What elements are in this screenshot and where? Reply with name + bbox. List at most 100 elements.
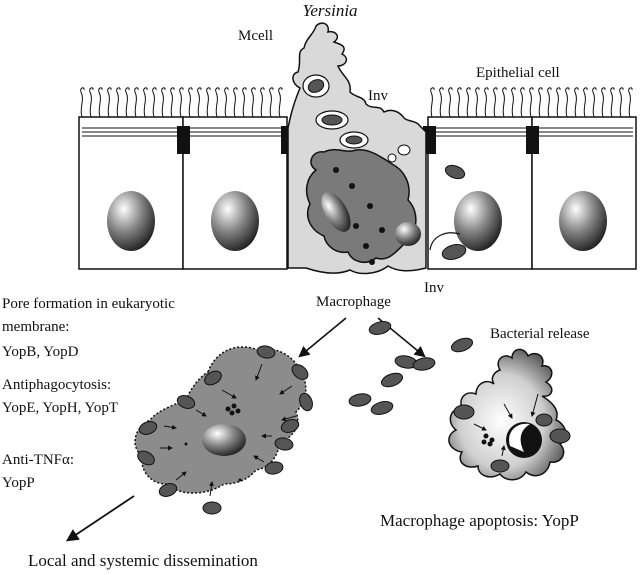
dissemination-arrow: [65, 495, 135, 542]
anti-tnf-line1: Anti-TNFα:: [2, 452, 74, 468]
granule: [369, 259, 375, 265]
arrow: [503, 403, 513, 419]
bacterium: [441, 244, 467, 260]
bacterium: [549, 428, 571, 444]
microvillus: [233, 87, 238, 118]
microvillus: [511, 87, 516, 118]
microvillus: [493, 87, 498, 118]
microvillus: [143, 87, 148, 118]
microvillus: [224, 87, 229, 118]
arrow-to-left-macrophage: [298, 317, 347, 358]
microvillus: [161, 87, 166, 118]
tight-junction: [177, 126, 190, 154]
mcell-label: Mcell: [238, 28, 273, 44]
granule: [229, 410, 235, 416]
bacterium: [444, 164, 466, 180]
arrow: [221, 389, 237, 399]
bacterium: [450, 337, 474, 353]
microvillus: [520, 87, 525, 118]
macrophage-label: Macrophage: [316, 294, 391, 310]
bacterium: [307, 79, 325, 93]
m-cell: [287, 22, 427, 275]
bacterium: [321, 114, 343, 126]
bacterium: [490, 459, 510, 473]
bacterium: [535, 413, 553, 427]
bacterium: [345, 135, 363, 145]
apoptosis-label: Macrophage apoptosis: YopP: [380, 511, 579, 530]
vesicle: [395, 222, 421, 246]
vesicle: [397, 144, 411, 156]
dissemination-label: Local and systemic dissemination: [28, 551, 258, 570]
microvillus: [98, 87, 103, 118]
granule: [487, 441, 493, 447]
microvillus: [475, 87, 480, 118]
granule: [349, 183, 355, 189]
microvillus: [116, 87, 121, 118]
bacterium: [370, 401, 394, 415]
microvillus: [251, 87, 256, 118]
granule: [363, 243, 369, 249]
microvillus: [206, 87, 211, 118]
pore-formation-yops: YopB, YopD: [2, 344, 79, 360]
inv-label-top: Inv: [368, 88, 388, 104]
bacterium: [137, 450, 155, 466]
granule: [238, 478, 242, 482]
microvillus: [80, 87, 85, 118]
microvillus: [547, 87, 552, 118]
nucleus: [454, 191, 502, 251]
pore-formation-line2: membrane:: [2, 319, 69, 335]
microvillus: [610, 87, 615, 118]
bacterium: [256, 345, 276, 359]
bacterium: [453, 404, 475, 420]
bacterium: [264, 461, 284, 475]
microvillus: [260, 87, 265, 118]
arrow: [281, 415, 297, 422]
bacterium: [412, 357, 436, 371]
granule: [489, 437, 495, 443]
arrow: [279, 385, 293, 395]
nucleus: [211, 191, 259, 251]
microvillus: [583, 87, 588, 118]
arrow: [208, 481, 214, 497]
microvillus: [529, 87, 534, 118]
microvilli-left: [80, 87, 283, 118]
bacterium: [280, 419, 300, 433]
vesicle: [387, 153, 397, 163]
bacterium-membrane: [429, 232, 461, 251]
microvillus: [197, 87, 202, 118]
microvillus: [188, 87, 193, 118]
granule: [367, 203, 373, 209]
epithelial-cell-label: Epithelial cell: [476, 65, 560, 81]
bacterium: [291, 364, 309, 380]
granule: [235, 408, 241, 414]
microvillus: [439, 87, 444, 118]
bacterium: [380, 372, 404, 388]
microvillus: [278, 87, 283, 118]
arrow: [195, 409, 207, 417]
arrow: [500, 445, 506, 457]
arrow: [255, 363, 263, 381]
granule: [483, 433, 489, 439]
nucleus: [559, 191, 607, 251]
tight-junction: [526, 126, 539, 154]
granule: [231, 403, 237, 409]
microvillus: [242, 87, 247, 118]
arrow: [473, 423, 487, 431]
bacterium: [204, 370, 222, 386]
anti-tnf-yop: YopP: [2, 475, 35, 491]
bacterium: [202, 501, 222, 515]
microvillus: [601, 87, 606, 118]
yersinia-label: Yersinia: [302, 1, 357, 20]
microvillus: [556, 87, 561, 118]
microvillus: [269, 87, 274, 118]
microvillus: [466, 87, 471, 118]
macrophage-nucleus: [321, 192, 351, 232]
granule: [353, 223, 359, 229]
microvillus: [170, 87, 175, 118]
microvillus: [179, 87, 184, 118]
macrophage-body: [134, 346, 307, 494]
microvillus: [484, 87, 489, 118]
microvillus: [107, 87, 112, 118]
granule: [379, 227, 385, 233]
microvillus: [538, 87, 543, 118]
